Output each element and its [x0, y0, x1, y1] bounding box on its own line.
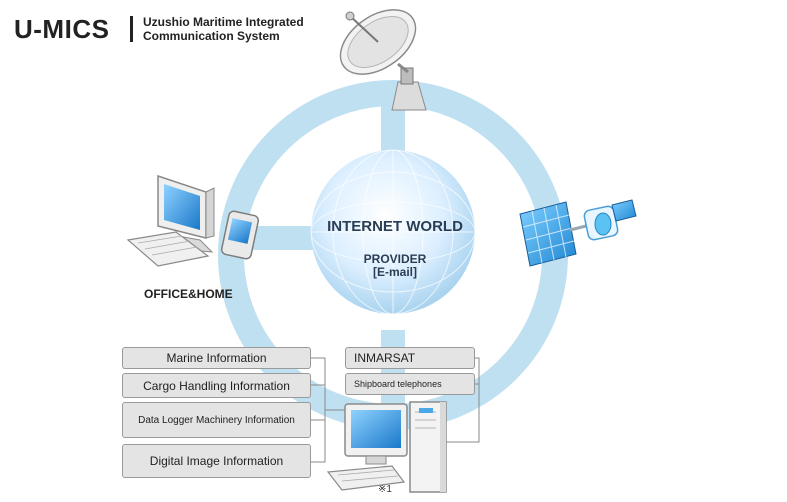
brand-title: U-MICS: [14, 14, 110, 44]
brand-subtitle: Uzushio Maritime Integrated Communicatio…: [143, 15, 304, 43]
footnote-mark: ※1: [378, 484, 392, 495]
desktop-computer-icon: [126, 174, 215, 267]
satellite-icon: [519, 199, 637, 267]
globe-icon: [310, 149, 476, 315]
marine-information-box: Marine Information: [122, 347, 311, 369]
digital-image-information-box: Digital Image Information: [122, 444, 311, 478]
brand-subtitle-line2: Communication System: [143, 29, 280, 43]
pda-icon: [220, 210, 260, 260]
satellite-dish-icon: [339, 9, 427, 111]
shipboard-telephones-box: Shipboard telephones: [345, 373, 475, 395]
provider-line1: PROVIDER: [363, 252, 427, 266]
ship-computer-icon: [326, 401, 447, 493]
brand-separator: [130, 16, 133, 42]
cargo-handling-information-box: Cargo Handling Information: [122, 373, 311, 398]
internet-world-label: INTERNET WORLD: [327, 218, 463, 235]
inmarsat-box: INMARSAT: [345, 347, 475, 369]
data-logger-machinery-information-box: Data Logger Machinery Information: [122, 402, 311, 438]
provider-line2: [E-mail]: [372, 265, 417, 279]
provider-label: PROVIDER [E-mail]: [330, 253, 460, 279]
office-home-label: OFFICE&HOME: [144, 287, 233, 301]
brand-subtitle-line1: Uzushio Maritime Integrated: [143, 15, 304, 29]
connector-lines: [311, 357, 480, 463]
